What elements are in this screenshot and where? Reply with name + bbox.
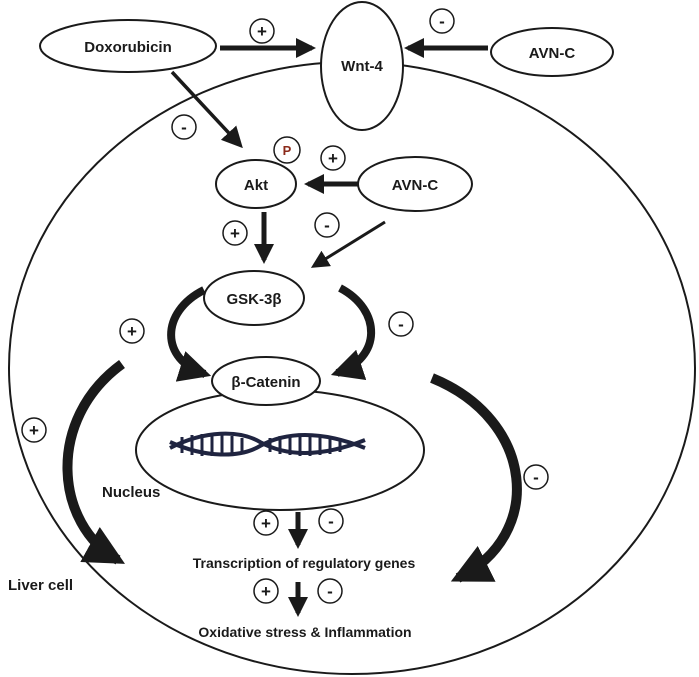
svg-text:+: + [261,582,271,601]
doxorubicin-node [39,19,217,73]
sign-transcription-minus: - [318,508,344,534]
akt-label: Akt [244,177,268,194]
sign-transcription-plus: + [253,510,279,536]
svg-text:+: + [230,224,240,243]
svg-text:-: - [181,118,187,137]
phospho-badge [273,136,301,164]
svg-text:-: - [533,468,539,487]
sign-oxidative-minus: - [317,578,343,604]
sign-gsk-left: + [119,318,145,344]
sign-avn-to-wnt: - [429,8,455,34]
curve-gsk-left [167,286,212,382]
sign-liver-right: - [523,464,549,490]
sign-avn-to-akt: + [320,145,346,171]
wnt4-node [320,1,404,131]
svg-text:+: + [257,22,267,41]
sign-dox-to-akt: - [171,114,197,140]
beta-catenin-node [211,356,321,406]
sign-gsk-right: - [388,311,414,337]
sign-dox-to-wnt: + [249,18,275,44]
avnc-mid-label: AVN-C [392,177,439,194]
transcription-label: Transcription of regulatory genes [193,555,416,571]
svg-text:+: + [261,514,271,533]
svg-text:+: + [127,322,137,341]
arrow-dox-to-akt [170,70,243,149]
svg-text:-: - [324,216,330,235]
gsk3b-node [203,270,305,326]
doxorubicin-label: Doxorubicin [84,39,172,56]
liver-cell-label: Liver cell [8,577,73,594]
dna-helix-icon [169,431,366,457]
akt-node [215,159,297,209]
svg-text:-: - [328,512,334,531]
curve-liver-right [430,373,522,583]
sign-oxidative-plus: + [253,578,279,604]
curve-gsk-right [330,284,376,381]
beta-catenin-label: β-Catenin [231,374,300,391]
avnc-top-label: AVN-C [529,45,576,62]
svg-text:-: - [439,12,445,31]
sign-liver-left: + [21,417,47,443]
svg-text:+: + [328,149,338,168]
gsk3b-label: GSK-3β [227,291,282,308]
arrow-avn-to-gsk [310,220,386,268]
svg-text:+: + [29,421,39,440]
sign-akt-to-gsk: + [222,220,248,246]
svg-text:-: - [327,582,333,601]
sign-avn-to-gsk: - [314,212,340,238]
curve-liver-left [62,359,125,565]
avnc-top-node [490,27,614,77]
svg-text:-: - [398,315,404,334]
phospho-label: P [283,143,292,158]
wnt4-label: Wnt-4 [341,58,383,75]
oxidative-label: Oxidative stress & Inflammation [198,624,411,640]
nucleus-label: Nucleus [102,484,160,501]
